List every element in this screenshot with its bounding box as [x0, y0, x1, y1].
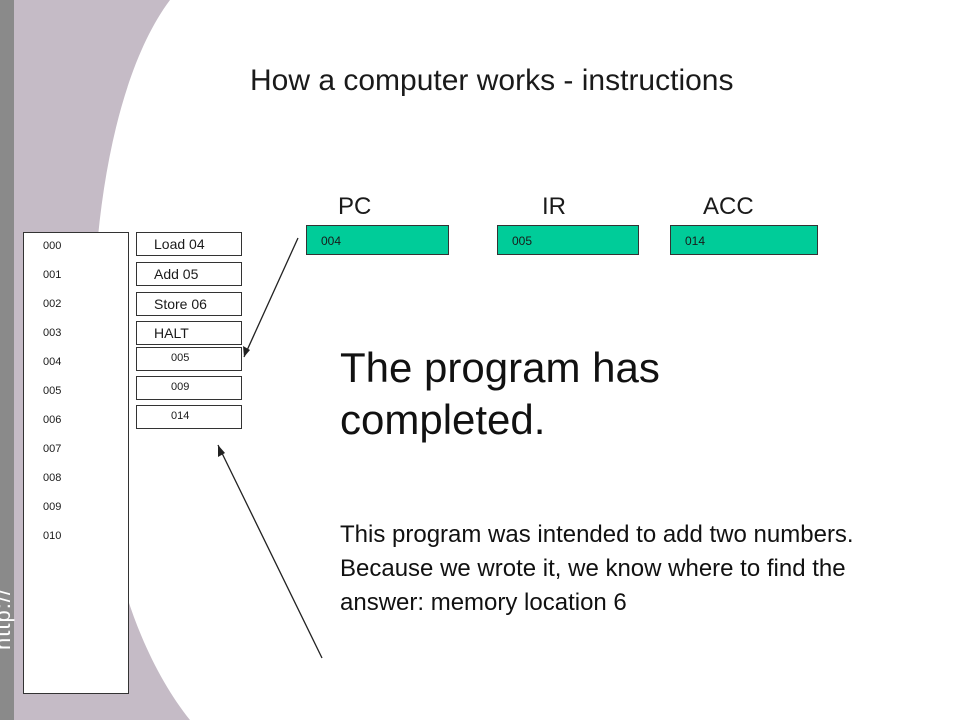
memory-address: 000 — [43, 240, 62, 252]
side-text: http:// — [0, 587, 15, 650]
memory-cell-halt: HALT — [136, 321, 242, 345]
memory-address: 009 — [43, 501, 62, 513]
memory-cell-store: Store 06 — [136, 292, 242, 316]
register-label-acc: ACC — [703, 193, 754, 220]
register-ir: 005 — [497, 225, 639, 255]
completion-headline: The program has completed. — [340, 344, 660, 443]
memory-address: 007 — [43, 443, 62, 455]
memory-address: 001 — [43, 269, 62, 281]
slide-title: How a computer works - instructions — [250, 64, 734, 97]
explanation-text: This program was intended to add two num… — [340, 521, 854, 616]
arrow-pc-to-memory — [243, 237, 299, 358]
arrow-head-pc — [243, 346, 250, 357]
register-label-ir: IR — [542, 193, 566, 220]
register-pc: 004 — [306, 225, 449, 255]
memory-address: 006 — [43, 414, 62, 426]
sidebar-edge — [0, 0, 14, 720]
memory-cell-add: Add 05 — [136, 262, 242, 286]
memory-cell-result: 014 — [136, 405, 242, 429]
memory-address: 005 — [43, 385, 62, 397]
memory-address: 010 — [43, 530, 62, 542]
memory-address: 002 — [43, 298, 62, 310]
memory-address-panel — [23, 232, 129, 694]
register-acc: 014 — [670, 225, 818, 255]
arrow-answer-to-memory — [217, 444, 323, 659]
memory-address: 004 — [43, 356, 62, 368]
memory-address: 003 — [43, 327, 62, 339]
arrow-head-answer — [218, 445, 225, 457]
memory-address: 008 — [43, 472, 62, 484]
register-label-pc: PC — [338, 193, 372, 220]
memory-cell-value: 005 — [136, 347, 242, 371]
memory-cell-load: Load 04 — [136, 232, 242, 256]
memory-cell-value: 009 — [136, 376, 242, 400]
